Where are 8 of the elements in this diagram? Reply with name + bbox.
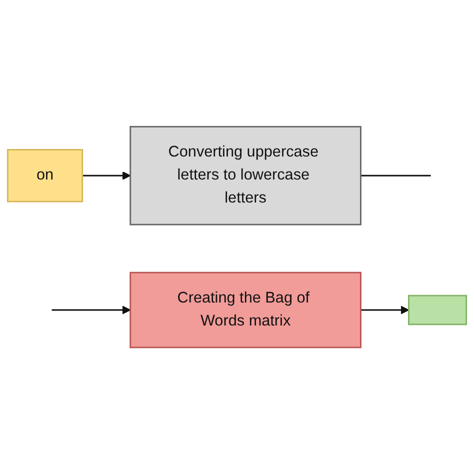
arrow — [82, 171, 131, 180]
connector — [360, 174, 432, 176]
arrow — [52, 306, 131, 314]
node-box — [408, 294, 468, 326]
node-box: Converting uppercase letters to lowercase letters — [130, 126, 362, 226]
node-box: Creating the Bag of Words matrix — [130, 272, 362, 348]
node-box: on — [6, 148, 84, 202]
arrow — [360, 306, 410, 314]
